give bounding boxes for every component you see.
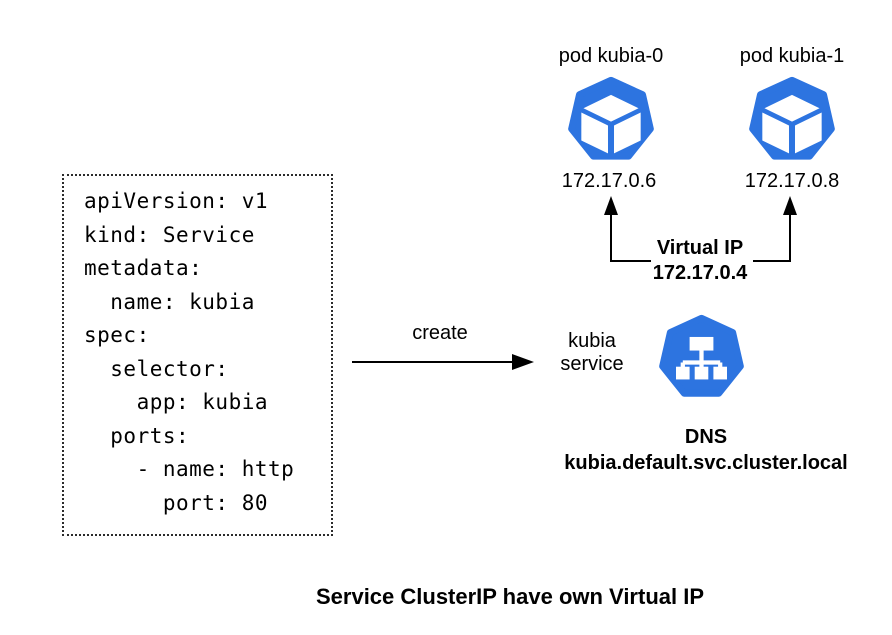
virtual-ip-title: Virtual IP xyxy=(656,237,744,259)
virtual-ip-arrow-right xyxy=(753,196,797,262)
pod-kubia-1-ip: 172.17.0.8 xyxy=(744,170,840,192)
dns-title: DNS xyxy=(684,426,728,448)
create-arrow xyxy=(352,354,534,370)
pod-kubia-1-icon xyxy=(753,80,832,156)
pod-kubia-1-label: pod kubia-1 xyxy=(739,45,845,67)
pod-kubia-0-ip: 172.17.0.6 xyxy=(561,170,657,192)
pod-kubia-0-icon xyxy=(572,80,651,156)
virtual-ip-block: Virtual IP 172.17.0.4 xyxy=(653,236,748,286)
dns-name: kubia.default.svc.cluster.local xyxy=(564,452,848,474)
dns-block: DNS kubia.default.svc.cluster.local xyxy=(564,424,847,476)
service-icon xyxy=(663,318,741,393)
virtual-ip-arrow-left xyxy=(604,196,651,262)
diagram-caption: Service ClusterIP have own Virtual IP xyxy=(315,584,705,609)
pod-kubia-0-label: pod kubia-0 xyxy=(558,45,664,67)
virtual-ip-address: 172.17.0.4 xyxy=(652,262,748,284)
service-manifest-box: apiVersion: v1 kind: Service metadata: n… xyxy=(62,174,333,536)
kubia-service-label: kubia service xyxy=(560,330,624,375)
service-manifest-yaml: apiVersion: v1 kind: Service metadata: n… xyxy=(84,189,295,515)
create-arrow-label: create xyxy=(412,322,468,344)
